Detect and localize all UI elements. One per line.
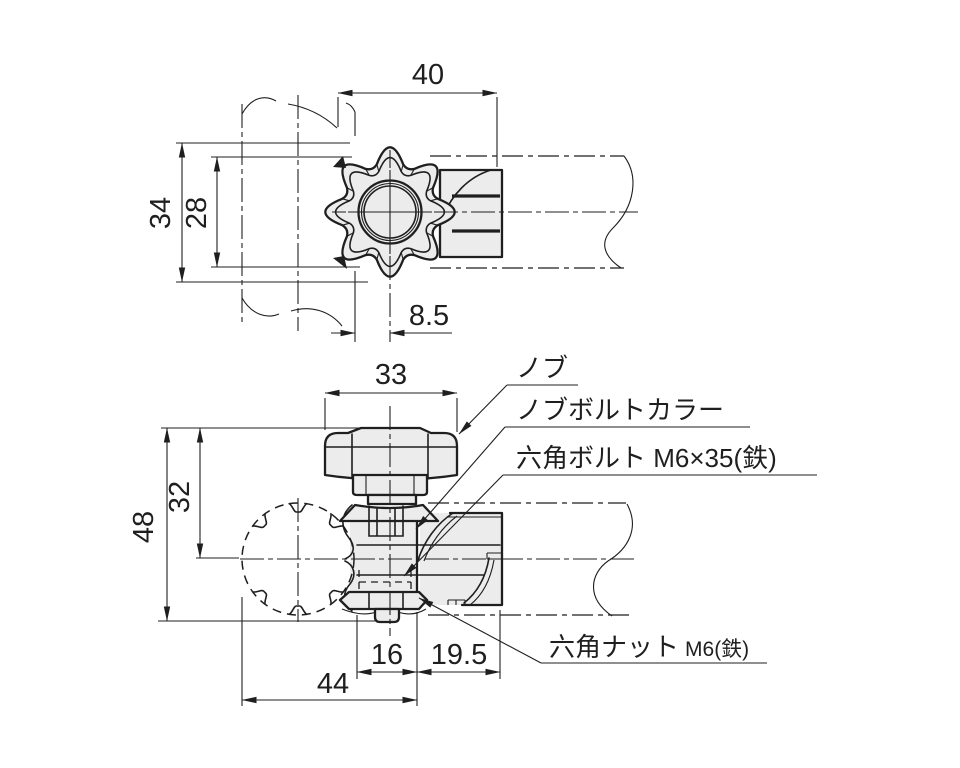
pipe-right-edge-upper: [345, 102, 356, 136]
hex-nut: [338, 590, 429, 611]
knob-side-view: [323, 426, 459, 537]
hex-bolt-head: [368, 505, 404, 537]
top-view: 40 34 28 8.5: [145, 59, 638, 342]
clamp-bottom-curves: [341, 608, 427, 615]
dim-40-label: 40: [412, 59, 444, 91]
pipe-break-line: [593, 503, 633, 617]
knob-facet-lines: [342, 164, 438, 260]
bolt-tip: [373, 607, 401, 624]
bottom-view: 33 48 32 16 19.5 44: [128, 359, 638, 706]
label-knob: ノブ: [516, 353, 568, 383]
lobe-facet-mark-upper: [333, 156, 346, 168]
jaw-lower-curve: [463, 557, 490, 604]
label-hex-bolt: 六角ボルト M6×35(鉄): [516, 443, 777, 473]
knob-neck: [366, 493, 418, 506]
dim-28-label: 28: [181, 197, 213, 229]
pipe-break-line-bottom: [241, 297, 343, 327]
dim-32-label: 32: [164, 481, 196, 513]
dim-33-label: 33: [375, 359, 407, 391]
horizontal-pipe-break-line: [604, 155, 634, 269]
dim-48-label: 48: [128, 511, 160, 543]
knob-bolt-collar: [338, 503, 440, 523]
dim-44-label: 44: [317, 668, 349, 700]
label-hex-nut-spec: M6(鉄): [685, 638, 749, 661]
label-hex-nut: 六角ナット M6(鉄): [549, 632, 749, 662]
pipe-break-line-top: [241, 97, 338, 129]
part-labels: ノブ ノブボルトカラー 六角ボルト M6×35(鉄) 六角ナット M6(鉄): [403, 353, 817, 664]
lobe-facet-mark-lower: [333, 256, 347, 269]
dim-34-label: 34: [145, 197, 177, 229]
dim-19-5-label: 19.5: [431, 639, 487, 671]
label-hex-nut-name: 六角ナット: [549, 632, 679, 662]
jaw-upper-curve: [417, 512, 454, 561]
dim-8-5-label: 8.5: [409, 300, 449, 332]
label-knob-bolt-collar: ノブボルトカラー: [516, 395, 724, 425]
pipe-end: [417, 511, 504, 607]
knob-cap: [323, 426, 459, 481]
dim-16-label: 16: [371, 639, 403, 671]
